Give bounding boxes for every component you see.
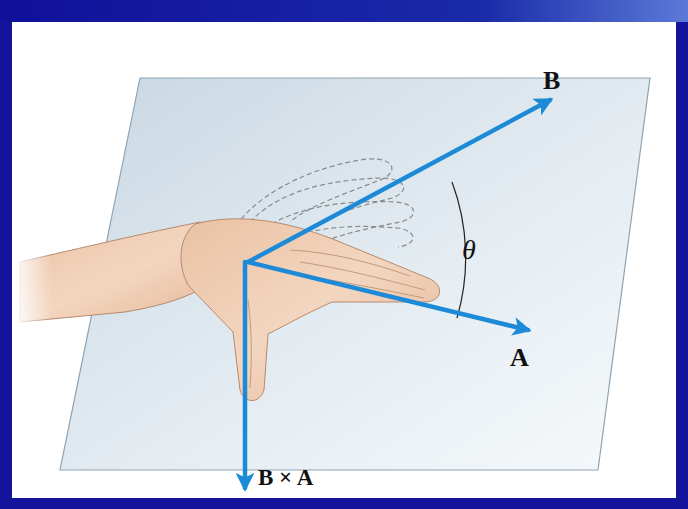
title-band: [0, 0, 688, 22]
angle-label: θ: [462, 236, 476, 264]
vector-b-cross-a: [243, 262, 248, 488]
vector-label: B × A: [258, 466, 313, 489]
arm-fade: [12, 240, 52, 330]
vector-b: [248, 100, 550, 262]
hand: [181, 219, 440, 401]
slide-panel: [12, 22, 676, 498]
vector-label: A: [510, 345, 529, 371]
vector-a: [248, 262, 528, 330]
vector-label: B: [543, 68, 560, 94]
